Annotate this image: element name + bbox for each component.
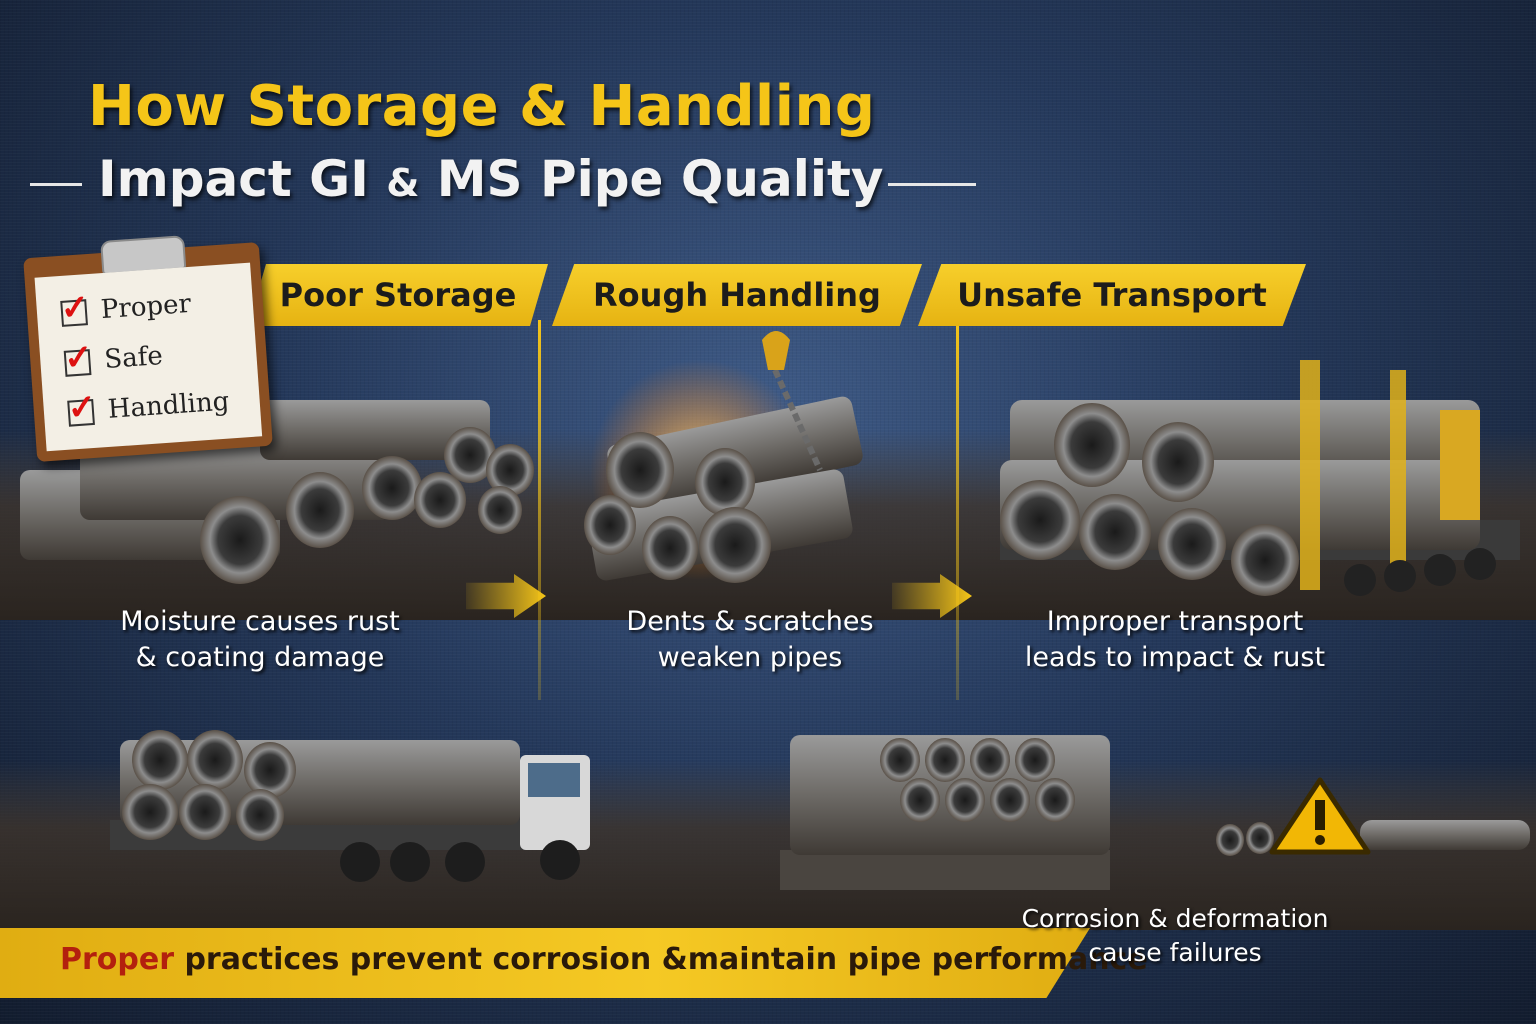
caption-unsafe-transport: Improper transport leads to impact & rus… bbox=[1010, 604, 1340, 676]
failure-note-line: Corrosion & deformation bbox=[1021, 904, 1329, 933]
subtitle-part-b: MS Pipe Quality bbox=[419, 150, 884, 208]
caption-line: Dents & scratches bbox=[626, 606, 874, 637]
hook-icon bbox=[762, 331, 790, 370]
divider-1 bbox=[538, 320, 541, 700]
caption-poor-storage: Moisture causes rust & coating damage bbox=[90, 604, 430, 676]
failure-note-line: cause failures bbox=[1088, 938, 1262, 967]
rough-handling-pipes bbox=[584, 331, 863, 583]
caption-line: weaken pipes bbox=[657, 642, 843, 673]
footer-text-highlight: Proper bbox=[60, 942, 175, 977]
title-divider-right bbox=[888, 183, 976, 186]
warning-icon bbox=[1269, 777, 1371, 855]
bottom-left-truck bbox=[110, 730, 590, 882]
clipboard-paper: Proper Safe Handling bbox=[34, 262, 263, 452]
checklist-label: Safe bbox=[103, 341, 164, 376]
checkbox-icon bbox=[63, 349, 92, 377]
footer-text: Proper practices prevent corrosion &main… bbox=[60, 942, 1148, 977]
caption-line: Improper transport bbox=[1046, 606, 1304, 637]
page-subtitle: Impact GI & MS Pipe Quality bbox=[98, 150, 883, 208]
poor-storage-pipes bbox=[20, 400, 534, 584]
caption-line: leads to impact & rust bbox=[1024, 642, 1326, 673]
checkbox-icon bbox=[67, 398, 95, 427]
bottom-right-trailer bbox=[780, 735, 1530, 890]
divider-2 bbox=[956, 320, 959, 700]
checkbox-icon bbox=[60, 299, 88, 327]
footer-text-rest: practices prevent corrosion &maintain pi… bbox=[174, 942, 1148, 977]
banner-unsafe-transport: Unsafe Transport bbox=[918, 264, 1306, 326]
checklist-clipboard: Proper Safe Handling bbox=[23, 235, 273, 462]
subtitle-ampersand: & bbox=[386, 161, 420, 205]
caption-line: Moisture causes rust bbox=[120, 606, 400, 637]
caption-rough-handling: Dents & scratches weaken pipes bbox=[580, 604, 920, 676]
failure-note: Corrosion & deformation cause failures bbox=[1005, 902, 1345, 970]
title-divider-left bbox=[30, 183, 82, 186]
footer-banner bbox=[0, 928, 1090, 998]
checklist-label: Proper bbox=[99, 288, 192, 326]
checklist-label: Handling bbox=[106, 386, 231, 425]
checklist-item: Proper bbox=[60, 289, 192, 328]
unsafe-transport-truck bbox=[1000, 360, 1520, 596]
subtitle-part-a: Impact GI bbox=[98, 150, 387, 208]
checklist-item: Handling bbox=[67, 386, 230, 427]
banner-rough-handling: Rough Handling bbox=[552, 264, 922, 326]
page-title: How Storage & Handling bbox=[88, 74, 876, 139]
caption-line: & coating damage bbox=[135, 642, 385, 673]
banner-poor-storage: Poor Storage bbox=[248, 264, 548, 326]
checklist-item: Safe bbox=[63, 341, 164, 378]
